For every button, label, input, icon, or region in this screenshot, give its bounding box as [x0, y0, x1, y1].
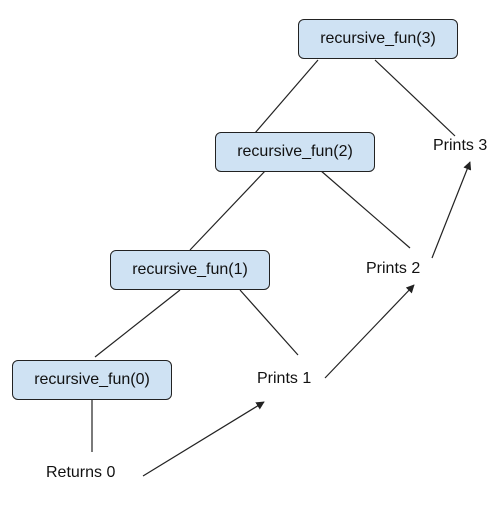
arrow-p2-p3: [431, 161, 472, 259]
edge-n2-n1: [189, 169, 267, 251]
edge-n1-n0: [94, 289, 181, 358]
arrow-r0-p1: [142, 401, 265, 477]
label-prints-2: Prints 2: [366, 260, 421, 277]
arrow-p1-p2: [324, 284, 415, 379]
node-recursive-fun-1: recursive_fun(1): [110, 250, 270, 290]
edge-n3-n2: [254, 59, 319, 134]
node-recursive-fun-3: recursive_fun(3): [298, 19, 458, 59]
label-returns-0: Returns 0: [46, 464, 116, 481]
label-prints-3: Prints 3: [433, 137, 488, 154]
edge-n3-p3: [374, 59, 456, 137]
node-recursive-fun-2: recursive_fun(2): [215, 132, 375, 172]
edge-n1-p1: [239, 289, 299, 356]
label-prints-1: Prints 1: [257, 370, 312, 387]
node-recursive-fun-0: recursive_fun(0): [12, 360, 172, 400]
edge-n2-p2: [319, 169, 411, 249]
